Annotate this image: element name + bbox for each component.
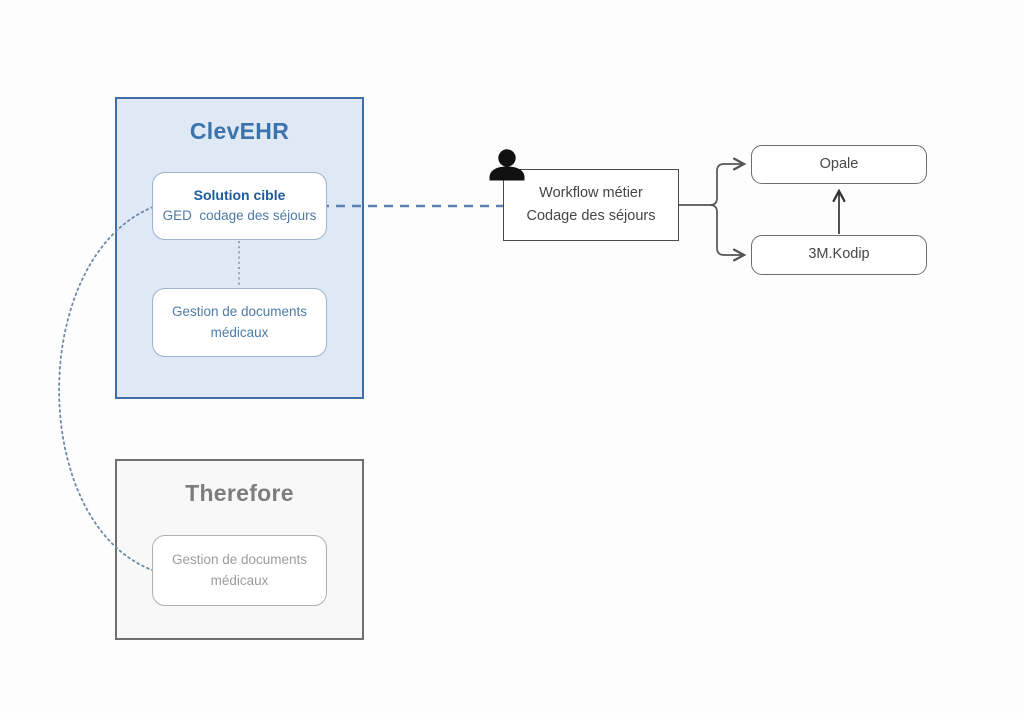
workflow-metier-label: Workflow métier xyxy=(539,184,643,201)
branch-to-kodip xyxy=(709,204,747,262)
therefore-title: Therefore xyxy=(185,480,294,506)
gestion-documents-clevehr-label: Gestion de documents médicaux xyxy=(171,304,308,340)
kodip-label: 3M.Kodip xyxy=(808,246,870,263)
workflow-codage-label: Codage des séjours xyxy=(526,208,656,224)
solution-cible-label: Solution cible xyxy=(193,187,286,204)
gestion-documents-clevehr-box: Gestion de documents médicaux xyxy=(152,288,327,357)
solution-cible-box: Solution cible GED codage des séjours xyxy=(152,172,327,240)
opale-label: Opale xyxy=(819,155,859,172)
branch-to-opale xyxy=(709,157,747,206)
kodip-box: 3M.Kodip xyxy=(751,235,927,275)
workflow-metier-box: Workflow métier Codage des séjours xyxy=(503,169,679,241)
gestion-documents-therefore-label: Gestion de documents médicaux xyxy=(171,552,308,588)
clevehr-title: ClevEHR xyxy=(189,118,290,144)
opale-box: Opale xyxy=(751,145,927,184)
gestion-documents-therefore-box: Gestion de documents médicaux xyxy=(152,535,327,606)
solution-cible-sublabel: GED codage des séjours xyxy=(162,208,317,224)
